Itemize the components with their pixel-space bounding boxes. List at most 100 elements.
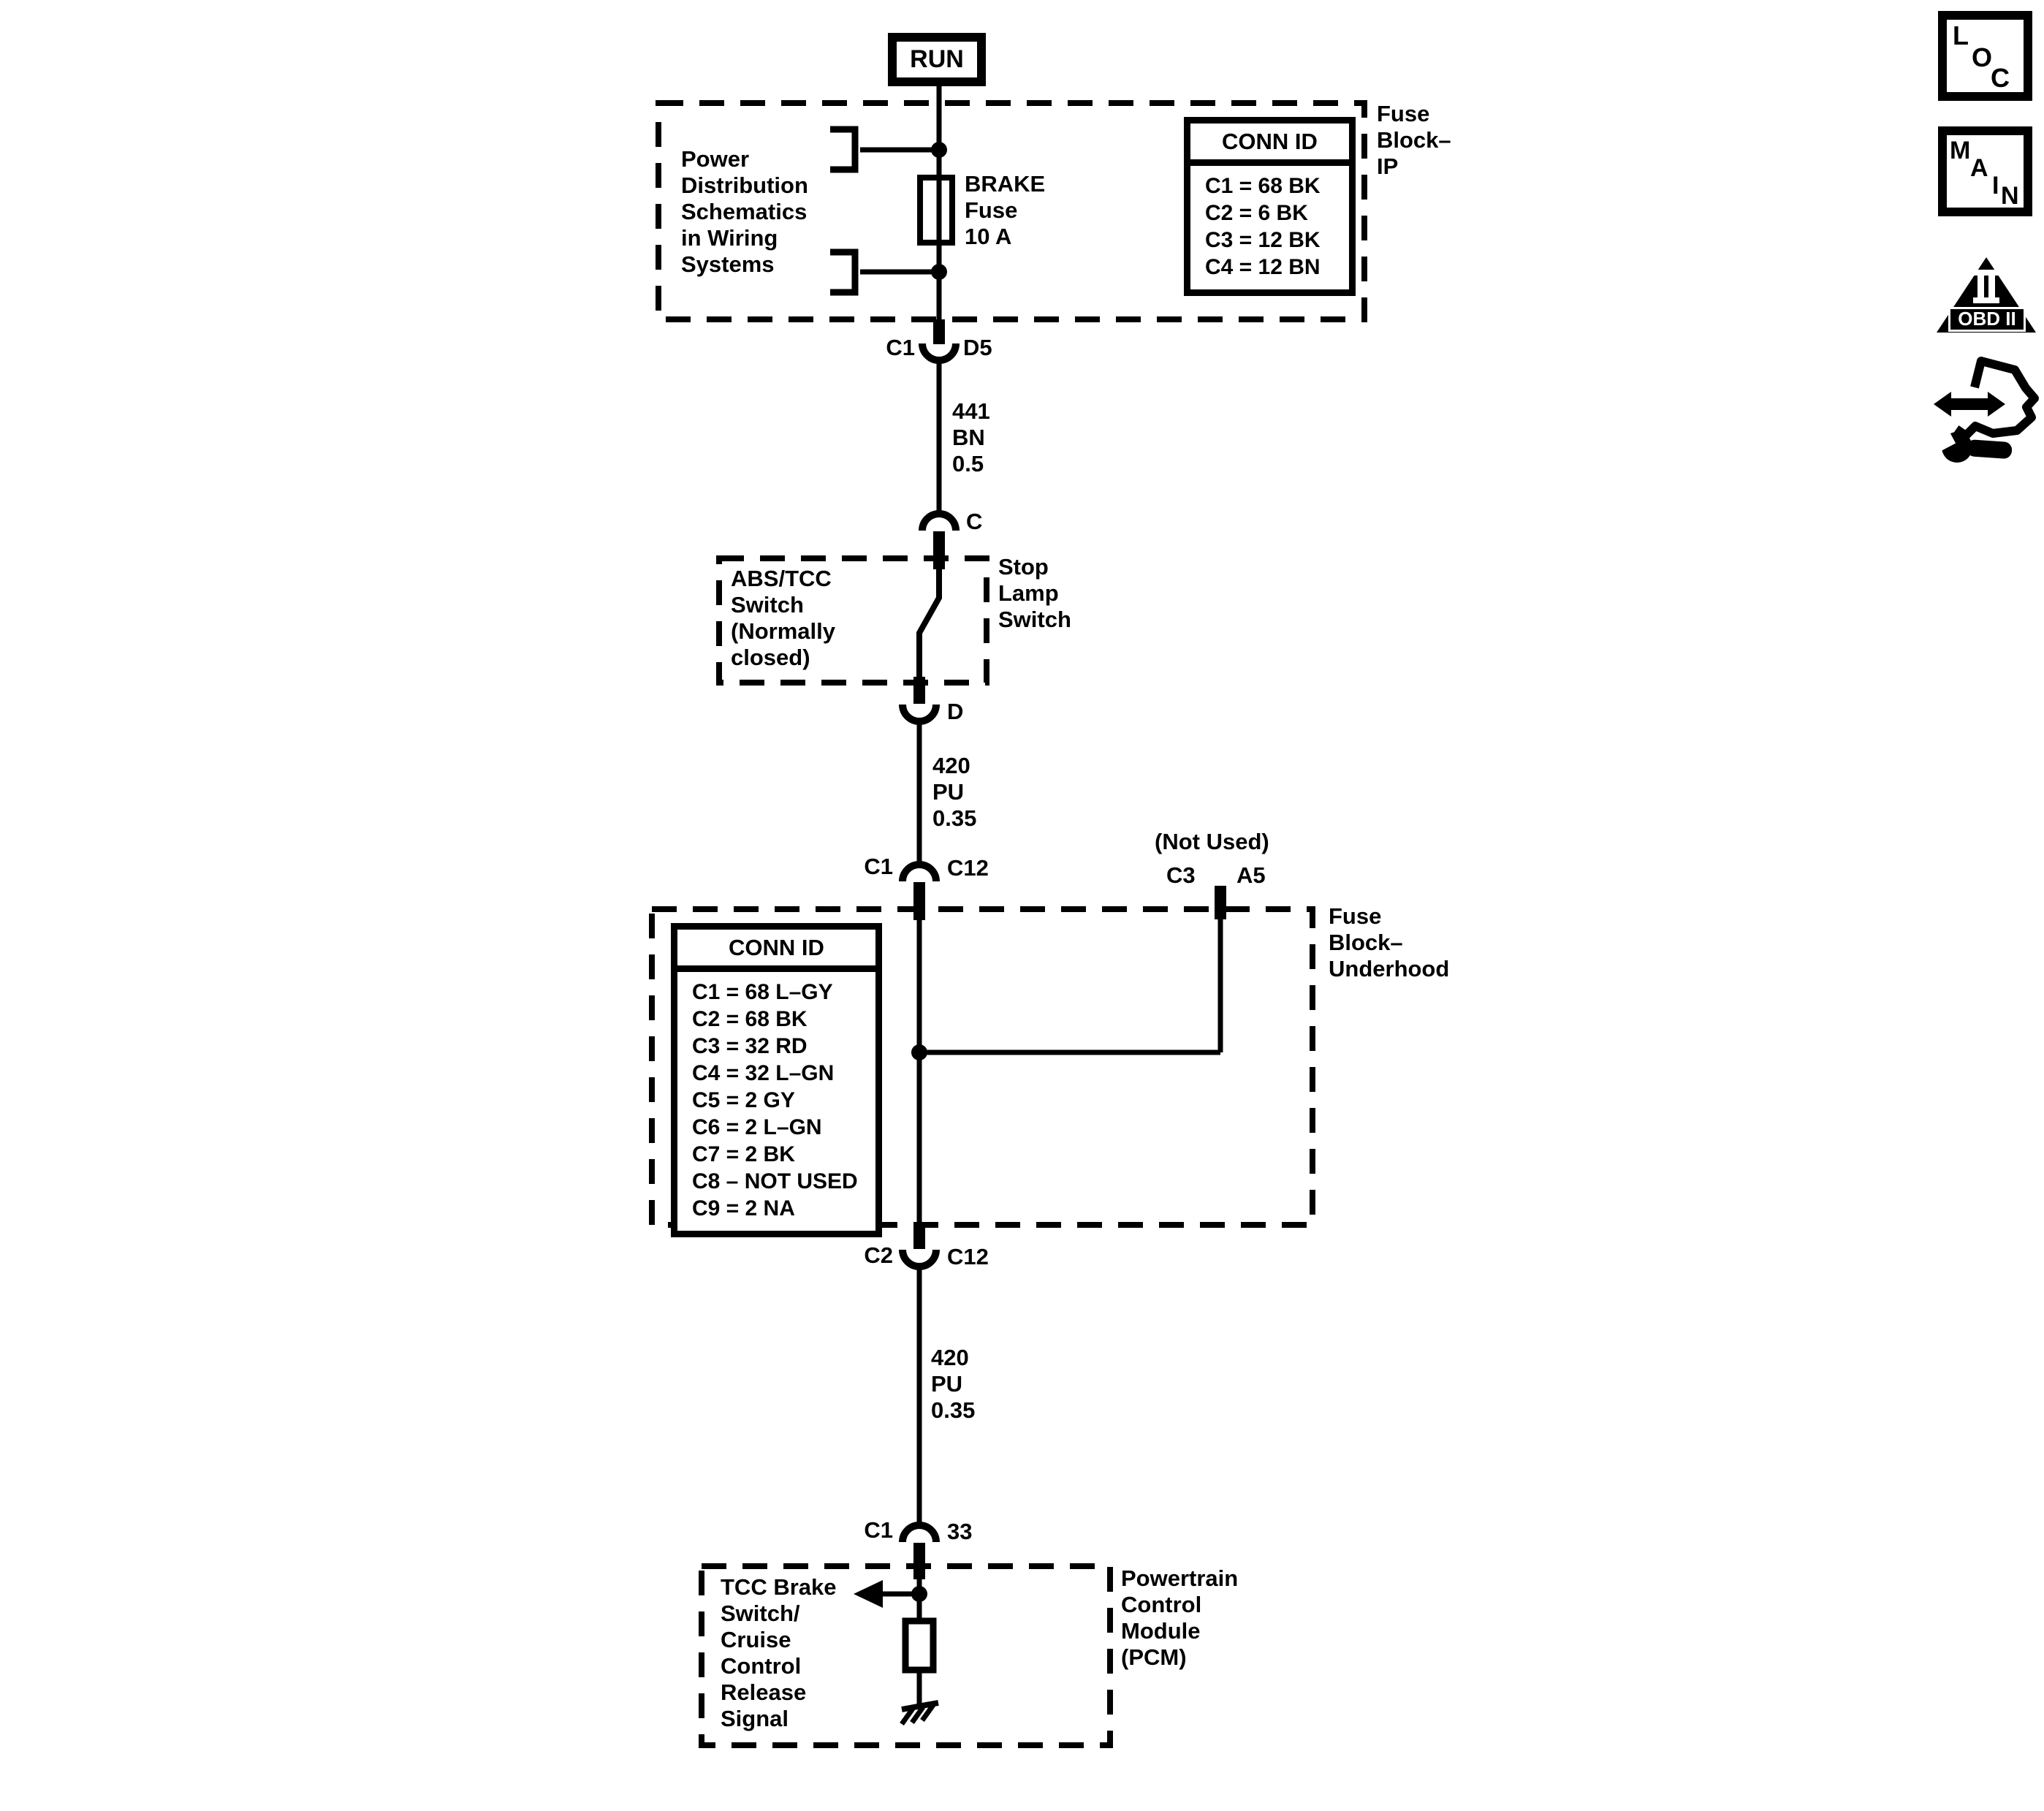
connector-d-arc	[899, 704, 940, 725]
connector-c1-33-right-label: 33	[947, 1519, 973, 1544]
text-line: C4 = 32 L–GN	[692, 1061, 835, 1085]
obd-band-label: OBD II	[1948, 307, 2026, 332]
not-used-note: (Not Used)	[1155, 829, 1269, 854]
text-line: C5 = 2 GY	[692, 1088, 795, 1112]
text-line: IP	[1377, 153, 1399, 179]
fuse-block-underhood-box	[649, 906, 1315, 1228]
text-line: in Wiring	[681, 225, 778, 251]
obd-pillar-left	[1977, 276, 1984, 297]
main-letter-n: N	[2001, 182, 2019, 210]
text-line: 441	[952, 398, 990, 424]
connector-outline-shape	[1953, 357, 2039, 440]
connector-c-label: C	[966, 509, 983, 534]
text-line: BN	[952, 425, 985, 450]
double-arrow-icon	[1934, 392, 2005, 417]
connector-c1-d5-right-label: D5	[963, 335, 992, 360]
text-line: Switch	[731, 592, 804, 618]
abs-tcc-switch-box	[716, 555, 989, 686]
text-line: Control	[1121, 1592, 1202, 1617]
text-line: Stop	[998, 554, 1049, 580]
text-line: Distribution	[681, 172, 808, 198]
circuit-wires	[860, 85, 1223, 1707]
text-line: Fuse	[965, 197, 1018, 223]
main-letter-a: A	[1970, 154, 1988, 182]
pcm-box	[699, 1563, 1113, 1748]
ground-icon	[900, 1700, 939, 1726]
text-line: C2 = 68 BK	[692, 1007, 808, 1031]
text-line: Block–	[1377, 127, 1451, 153]
text-line: TCC Brake	[721, 1574, 837, 1600]
connector-c-arc	[919, 510, 960, 531]
text-line: BRAKE	[965, 171, 1046, 197]
main-icon[interactable]: M A I N	[1938, 126, 2032, 216]
text-line: 0.35	[932, 805, 977, 831]
text-line: closed)	[731, 645, 810, 670]
text-line: C9 = 2 NA	[692, 1196, 795, 1220]
text-line: (PCM)	[1121, 1644, 1187, 1670]
diagnostic-info-icon[interactable]	[1931, 357, 2039, 463]
connector-c1-d5-arc	[919, 343, 960, 364]
obd-pillar-top	[1973, 270, 1999, 276]
power-feed-brackets	[830, 126, 859, 296]
loc-letter-l: L	[1953, 20, 1969, 50]
text-line: Cruise	[721, 1627, 791, 1652]
loc-icon[interactable]: L O C	[1938, 11, 2032, 101]
wrench-icon	[1931, 432, 2013, 463]
text-line: Switch	[998, 607, 1071, 632]
text-line: C8 – NOT USED	[692, 1169, 858, 1193]
text-line: 0.5	[952, 451, 984, 477]
main-letter-m: M	[1950, 137, 1971, 164]
connector-c1-33-arc	[899, 1522, 940, 1543]
text-line: 0.35	[931, 1397, 976, 1423]
connector-a5-label: A5	[1236, 862, 1266, 888]
text-line: Signal	[721, 1706, 789, 1731]
text-line: Powertrain	[1121, 1565, 1239, 1591]
text-line: PU	[931, 1371, 963, 1397]
connector-c1-c12-arc	[899, 861, 940, 882]
text-line: C4 = 12 BN	[1205, 255, 1321, 279]
obd-pillar-right	[1988, 276, 1995, 297]
text-line: Fuse	[1377, 101, 1430, 126]
text-line: C3 = 32 RD	[692, 1034, 808, 1058]
obd-pillar-bottom	[1973, 297, 1999, 303]
connector-c1-d5-left-label: C1	[886, 335, 915, 360]
text-line: C1 = 68 BK	[1205, 174, 1321, 198]
text-line: Release	[721, 1679, 807, 1705]
conn-id-underhood-header: CONN ID	[677, 930, 875, 972]
text-line: Underhood	[1329, 956, 1450, 982]
text-line: Switch/	[721, 1601, 800, 1626]
text-line: ABS/TCC	[731, 566, 832, 591]
connector-c2-c12-left-label: C2	[864, 1242, 893, 1268]
fuse-block-ip-box	[656, 100, 1367, 322]
text-line: Control	[721, 1653, 802, 1679]
text-line: 420	[931, 1345, 969, 1370]
text-line: Fuse	[1329, 903, 1382, 929]
text-line: (Normally	[731, 618, 835, 644]
run-state-label: RUN	[910, 45, 964, 73]
obd-ii-icon[interactable]: OBD II	[1937, 257, 2036, 333]
connector-arcs	[899, 343, 960, 1543]
text-line: Block–	[1329, 930, 1403, 955]
signal-arrow-icon	[854, 1580, 883, 1608]
text-line: C6 = 2 L–GN	[692, 1115, 822, 1139]
conn-id-ip-header: CONN ID	[1190, 124, 1349, 166]
brake-fuse-symbol	[917, 175, 955, 246]
connector-c1-c12-left-label: C1	[864, 854, 893, 879]
connector-d-label: D	[947, 699, 964, 724]
text-line: C3 = 12 BK	[1205, 228, 1321, 252]
connector-c1-33-left-label: C1	[864, 1517, 893, 1543]
resistor-symbol	[902, 1617, 937, 1674]
